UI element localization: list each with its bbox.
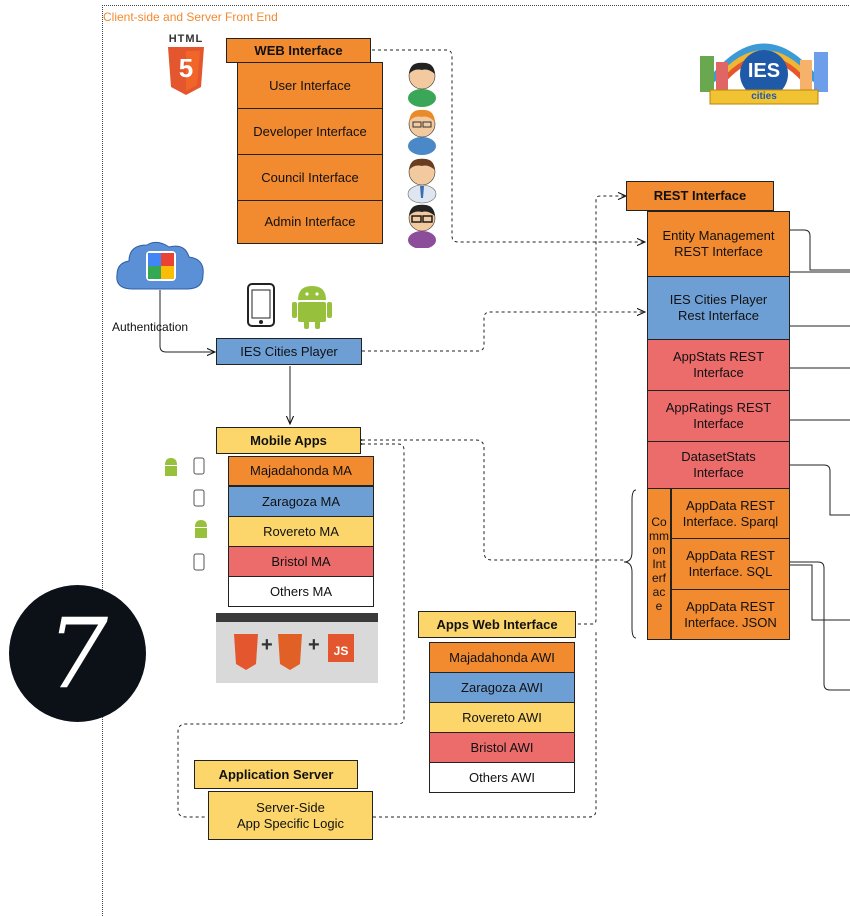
auth-to-player-connector — [159, 290, 215, 352]
plus-sign-1: + — [261, 634, 273, 656]
web-to-entity-connector — [372, 49, 645, 242]
bus-sql — [790, 564, 850, 621]
html5-logo: HTML 5 — [156, 33, 216, 97]
rest-player: IES Cities Player Rest Interface — [647, 276, 790, 340]
council-avatar-icon — [407, 158, 437, 204]
bus-entity — [790, 229, 850, 271]
web-interface-council: Council Interface — [237, 154, 383, 201]
rest-entity-management: Entity Management REST Interface — [647, 211, 790, 277]
apps-web-interface-title: Apps Web Interface — [418, 611, 576, 638]
ies-logo-text: IES — [747, 60, 781, 82]
player-to-rest-connector — [362, 312, 645, 352]
ies-cities-logo-icon — [694, 22, 834, 108]
mobile-app-rovereto: Rovereto MA — [228, 516, 374, 547]
android-small-icon — [195, 520, 207, 538]
android-small-icon — [165, 458, 177, 476]
user-avatar-icon — [408, 62, 436, 107]
ies-cities-player-box: IES Cities Player — [216, 338, 362, 365]
rest-appratings: AppRatings REST Interface — [647, 390, 790, 442]
bus-datasetstats — [790, 464, 850, 516]
rest-interface-title: REST Interface — [626, 181, 774, 211]
smartphone-icon — [247, 283, 275, 327]
mobile-app-zaragoza: Zaragoza MA — [228, 486, 374, 517]
appserver-to-rest-connector — [373, 630, 597, 818]
frame-label: Client-side and Server Front End — [103, 10, 278, 24]
html5-shield-icon — [168, 47, 204, 95]
admin-avatar-icon — [408, 204, 436, 248]
web-interface-title: WEB Interface — [226, 38, 371, 63]
web-interface-admin: Admin Interface — [237, 200, 383, 244]
application-server-title: Application Server — [194, 760, 358, 789]
mobile-apps-title: Mobile Apps — [216, 427, 361, 454]
js-logo-text: JS — [333, 644, 349, 658]
mobile-app-majadahonda: Majadahonda MA — [228, 456, 374, 486]
common-interface-label: Co mm on Int erf ac e — [647, 488, 671, 640]
section-number-badge: 7 — [9, 585, 146, 722]
html5-logo-number: 5 — [178, 53, 194, 83]
mobile-to-common-connector — [362, 440, 625, 561]
awi-bristol: Bristol AWI — [429, 732, 575, 763]
awi-majadahonda: Majadahonda AWI — [429, 642, 575, 673]
windows-phone-small-icon — [193, 489, 205, 507]
windows-phone-small-icon — [193, 457, 205, 475]
awi-rovereto: Rovereto AWI — [429, 702, 575, 733]
mobile-app-others: Others MA — [228, 576, 374, 607]
application-server-body: Server-Side App Specific Logic — [208, 791, 373, 840]
web-interface-user: User Interface — [237, 62, 383, 109]
awi-others: Others AWI — [429, 762, 575, 793]
awi-to-rest-connector — [578, 196, 626, 625]
bus-sparql — [790, 561, 850, 691]
rest-appstats: AppStats REST Interface — [647, 339, 790, 391]
mobile-to-appserver-connector — [177, 444, 405, 818]
android-icon — [292, 286, 332, 329]
windows-phone-small-icon — [193, 553, 205, 571]
rest-datasetstats: DatasetStats Interface — [647, 441, 790, 489]
google-auth-cloud-icon — [116, 241, 204, 290]
web-tech-strip: + + JS — [216, 613, 378, 683]
user-avatars — [407, 62, 437, 248]
awi-zaragoza: Zaragoza AWI — [429, 672, 575, 703]
rest-appdata-sql: AppData REST Interface. SQL — [671, 538, 790, 590]
developer-avatar-icon — [408, 109, 436, 155]
mobile-platform-icons — [165, 457, 207, 571]
html5-logo-text: HTML — [168, 33, 204, 45]
rest-appdata-sparql: AppData REST Interface. Sparql — [671, 488, 790, 539]
common-interface-text: Co mm on Int erf ac e — [649, 515, 669, 613]
ies-logo-subtext: cities — [751, 91, 777, 102]
mobile-app-bristol: Bristol MA — [228, 546, 374, 577]
ies-cities-logo: IES cities — [694, 22, 834, 108]
rest-appdata-json: AppData REST Interface. JSON — [671, 589, 790, 640]
plus-sign-2: + — [308, 634, 320, 656]
web-tech-logos-icon — [234, 634, 354, 670]
web-interface-developer: Developer Interface — [237, 108, 383, 155]
front-end-frame — [102, 5, 850, 916]
authentication-label: Authentication — [112, 320, 189, 334]
common-interface-brace — [623, 489, 637, 639]
